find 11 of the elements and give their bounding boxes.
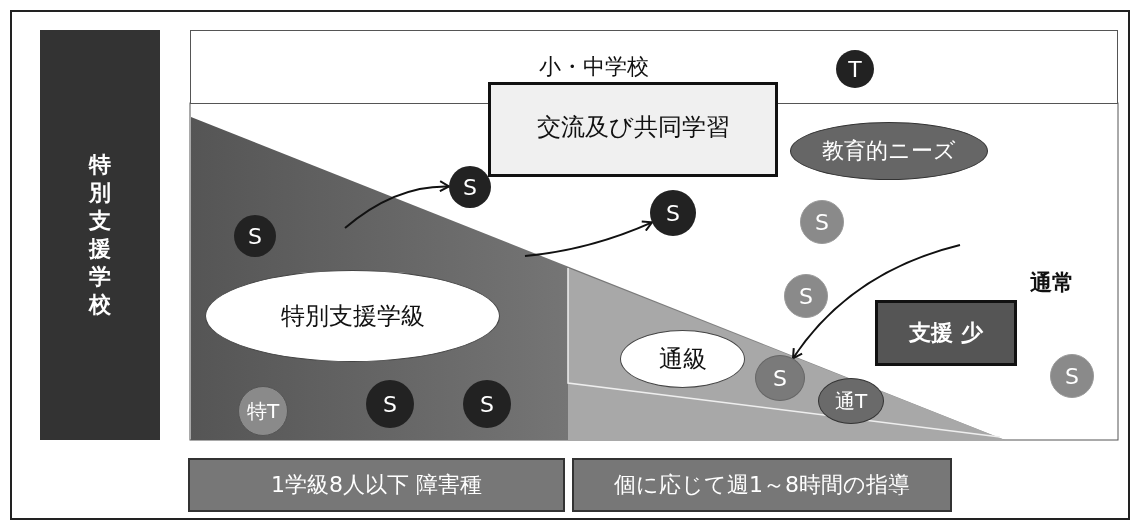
exchange-box: 交流及び共同学習 [488,82,778,177]
arrow [524,220,653,257]
arrow [792,244,961,360]
student-circle: T [836,50,874,88]
school-bar: 特別支援学校 [40,30,160,440]
support-box: 支援 少 [875,300,1017,366]
zone-label: 通常 [1030,269,1074,297]
note-box: 個に応じて週1～8時間の指導 [572,458,952,512]
school-band: 小・中学校 T [190,30,1118,104]
arrow [344,180,450,229]
note-box: 1学級8人以下 障害種 [188,458,565,512]
